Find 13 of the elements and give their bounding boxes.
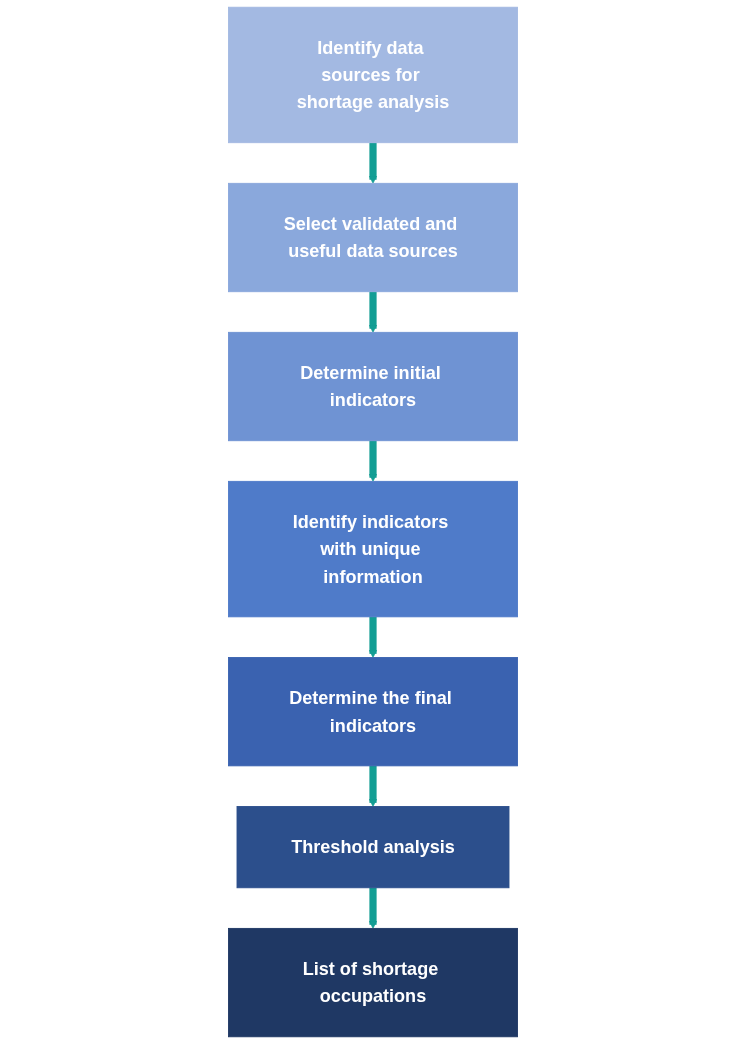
arrow <box>369 616 377 658</box>
node-box: Select validated and useful data sources <box>228 182 518 293</box>
node-box: Determine initial indicators <box>228 331 518 442</box>
arrow <box>369 291 377 333</box>
node-box: Threshold analysis <box>236 806 510 889</box>
node-box: List of shortage occupations <box>228 927 518 1038</box>
node-box: Identify indicators with unique information <box>228 480 518 618</box>
node-box: Identify data sources for shortage analysis <box>228 6 518 144</box>
arrow <box>369 887 377 929</box>
arrow <box>369 440 377 482</box>
node-box: Determine the final indicators <box>228 657 518 767</box>
arrow <box>369 765 377 807</box>
arrow <box>369 142 377 184</box>
